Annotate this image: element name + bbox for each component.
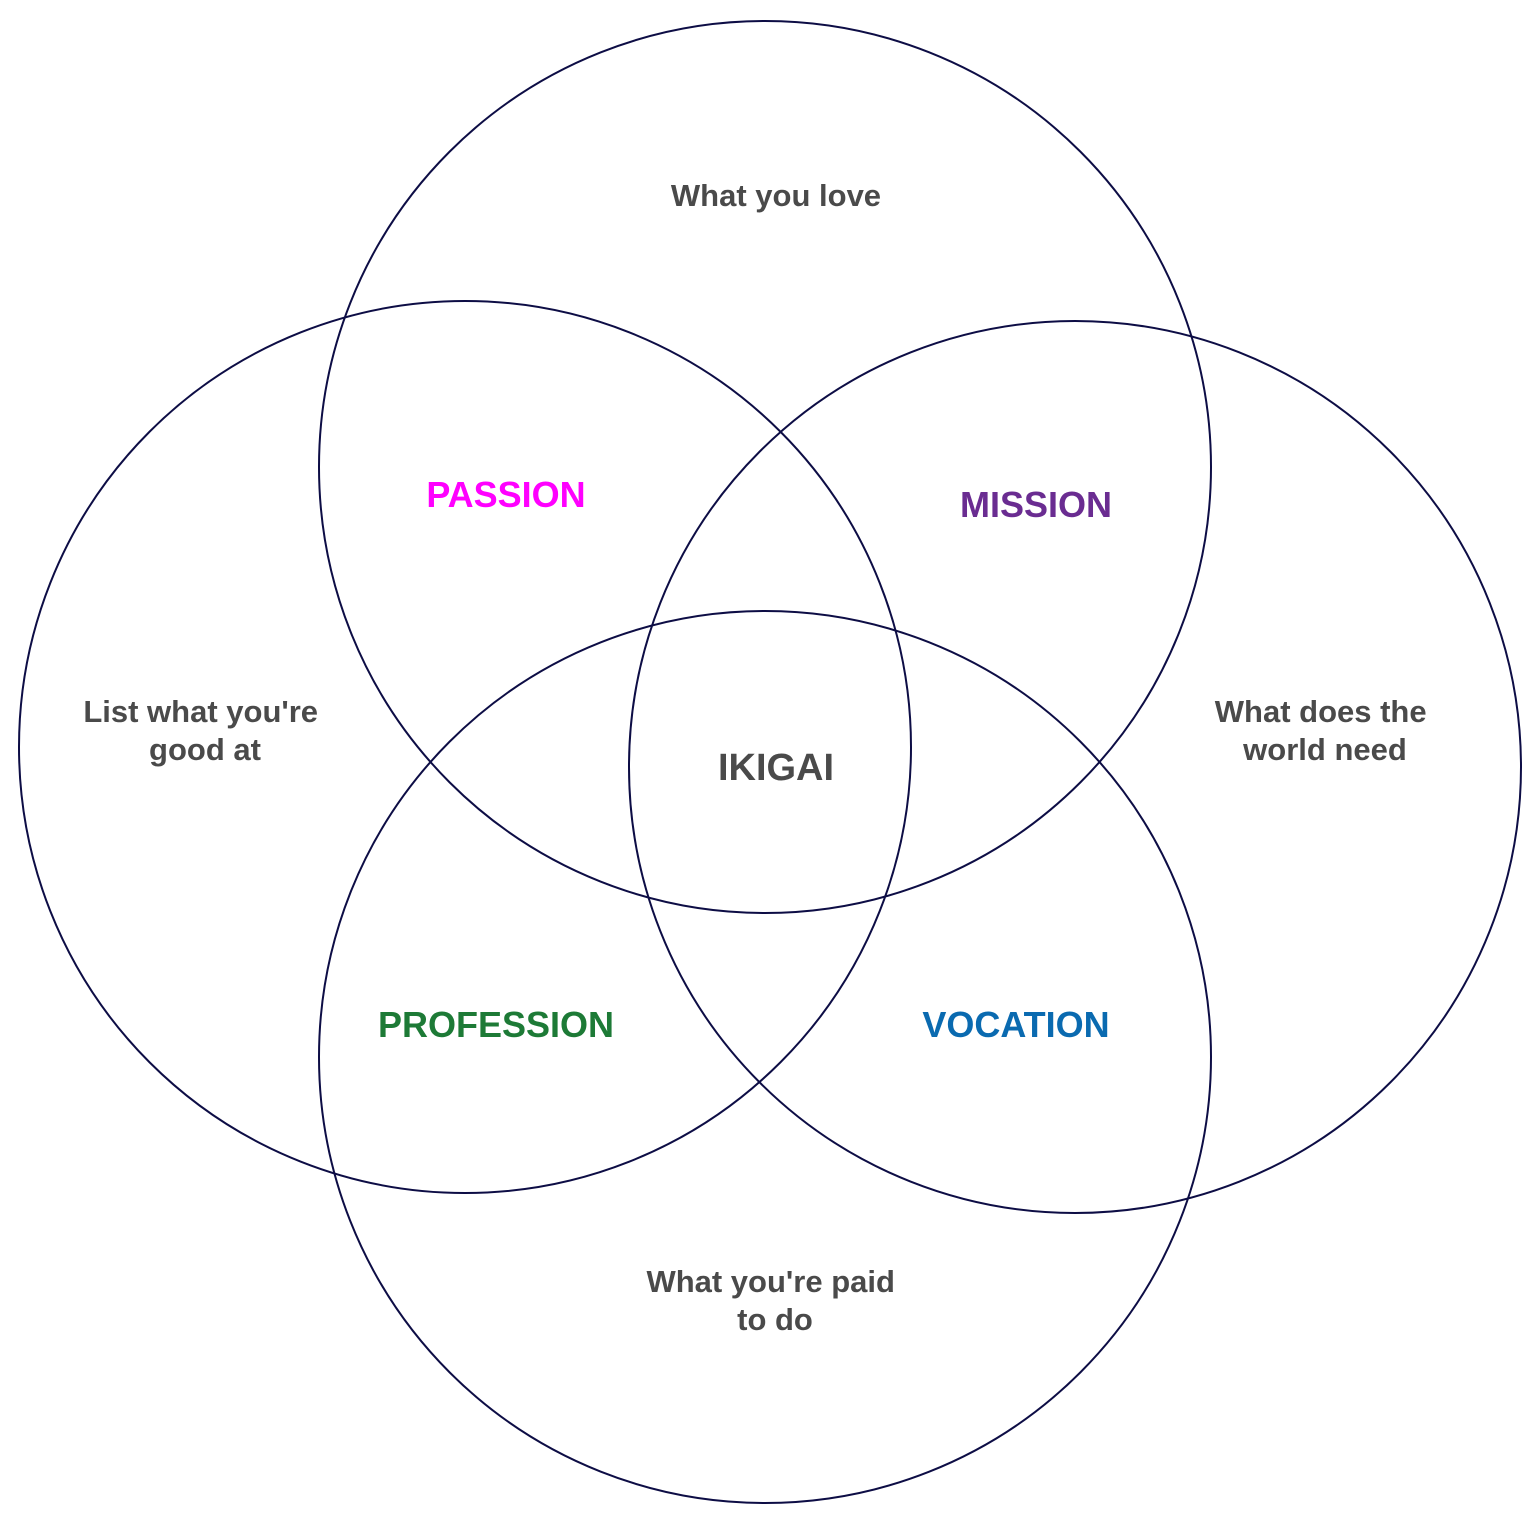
- label-good-at-line-1: List what you're: [83, 694, 318, 729]
- label-passion: PASSION: [426, 474, 585, 515]
- label-mission: MISSION: [960, 484, 1112, 525]
- label-paid-for: What you're paid to do: [646, 1264, 903, 1337]
- circle-what-you-love: [318, 20, 1212, 914]
- circle-paid-for: [318, 610, 1212, 1504]
- label-what-you-love: What you love: [671, 178, 881, 213]
- label-profession: PROFESSION: [378, 1004, 614, 1045]
- label-world-need-line-1: What does the: [1215, 694, 1427, 729]
- label-paid-for-line-2: to do: [737, 1302, 813, 1337]
- circle-world-need: [628, 320, 1522, 1214]
- label-world-need: What does the world need: [1215, 694, 1435, 767]
- label-ikigai: IKIGAI: [718, 747, 834, 789]
- label-good-at-line-2: good at: [149, 732, 261, 767]
- circle-good-at: [18, 300, 912, 1194]
- label-world-need-line-2: world need: [1242, 732, 1407, 767]
- label-good-at: List what you're good at: [83, 694, 326, 767]
- label-paid-for-line-1: What you're paid: [646, 1264, 895, 1299]
- label-vocation: VOCATION: [922, 1004, 1109, 1045]
